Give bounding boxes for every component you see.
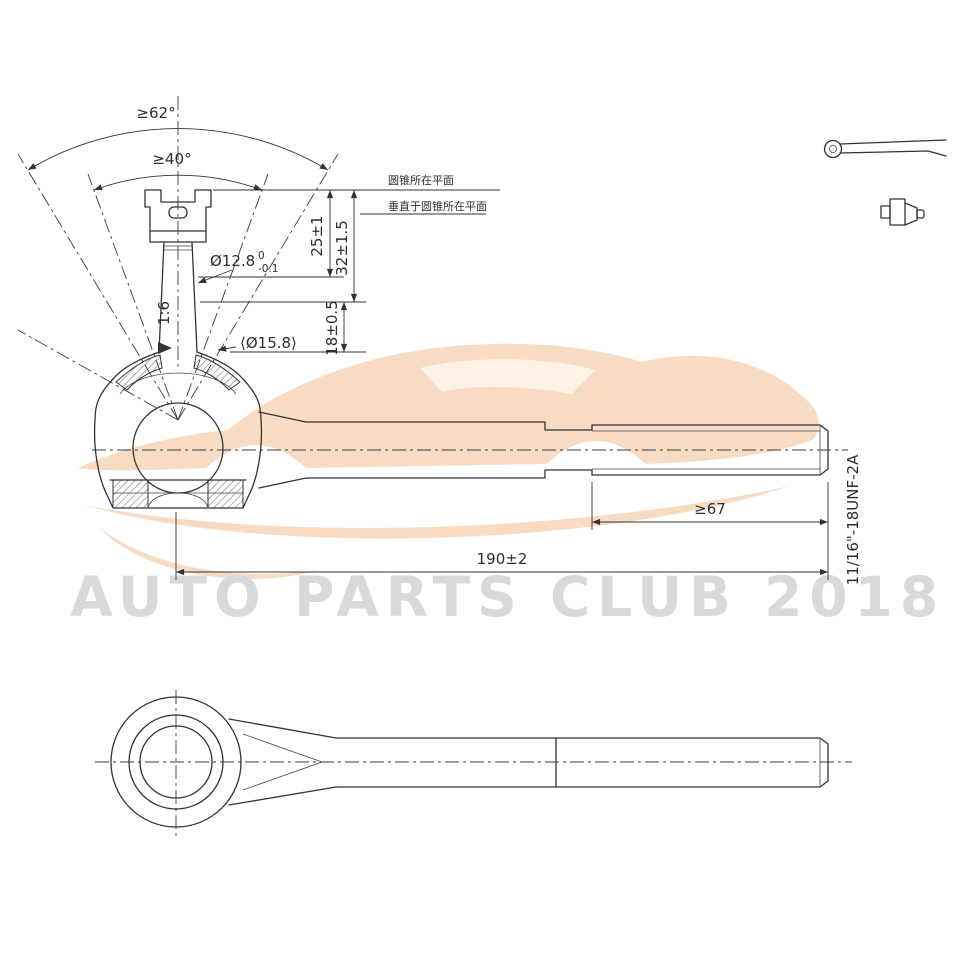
thread-spec-label: 11/16"-18UNF-2A [844, 454, 862, 585]
swing-ray-40-left [87, 173, 179, 421]
car-body-silhouette [78, 343, 819, 471]
taper-symbol [158, 342, 172, 354]
eye-middle-circle [128, 714, 224, 810]
top-view [95, 690, 852, 836]
housing-outline [93, 351, 263, 509]
tolerance-lower-label: -0.1 [258, 263, 279, 275]
boot-hatch-right [193, 354, 241, 391]
dim-18-label: 18±0.5 [323, 300, 341, 356]
swing-ray-62-left [17, 153, 179, 421]
dim-25-label: 25±1 [308, 215, 326, 256]
angle-arcs [27, 128, 329, 191]
angle-arc-40 [93, 174, 263, 191]
castle-nut-outline [144, 189, 212, 243]
top-shaft-outline [335, 737, 829, 788]
car-swoosh-upper [85, 486, 790, 539]
stud-diameter-label: Ø12.8 [210, 252, 255, 270]
leader-stud-diameter [197, 269, 233, 284]
cotter-pin-prong-top [839, 139, 947, 145]
taper-label: 1:6 [155, 301, 173, 325]
grease-fitting-taper [904, 202, 918, 226]
watermark-text: AUTO PARTS CLUB 2018 [70, 565, 945, 629]
grease-fitting-icon [880, 198, 925, 226]
boot-housing [93, 351, 263, 509]
angle-arc-62 [27, 128, 329, 171]
angle-inner-label: ≥40° [152, 150, 191, 168]
cotter-pin-head-outer [823, 139, 843, 159]
note-perpendicular: 垂直于圆锥所在平面 [388, 199, 487, 213]
extension-lines [175, 189, 829, 580]
end-plate-hatch-right [207, 479, 244, 509]
car-watermark [78, 343, 819, 579]
overall-length-label: 190±2 [477, 550, 528, 568]
swing-ray-40-right [177, 173, 269, 421]
tolerance-upper-label: 0 [258, 250, 265, 262]
note-cone-plane: 圆锥所在平面 [388, 174, 454, 187]
angle-outer-label: ≥62° [136, 104, 175, 122]
stud-left-edge [158, 241, 165, 353]
swing-ray-side [17, 329, 179, 421]
arm-bottom-edge [228, 786, 337, 806]
shaft-side [258, 411, 829, 489]
grease-fitting-hex [889, 198, 906, 226]
car-window-highlight [420, 359, 595, 394]
thread-length-label: ≥67 [694, 500, 726, 518]
castle-nut [144, 189, 212, 251]
cotter-pin-icon [823, 139, 947, 159]
eye-outer-circle [110, 696, 242, 828]
boot-hatch-left [115, 354, 163, 391]
end-plate-hatch-left [112, 479, 149, 509]
plug-dome-line [147, 492, 209, 509]
side-view: ≥62° ≥40° [17, 96, 862, 585]
grease-fitting-stem [880, 205, 891, 219]
cone-diameter-label: ⟨Ø15.8⟩ [240, 334, 297, 352]
shaft-outline [258, 411, 829, 489]
arm-forge-lines [242, 733, 324, 791]
stud-right-edge [191, 241, 198, 353]
cotter-pin-prong-bottom [839, 150, 947, 157]
arm-top-edge [228, 718, 337, 739]
leader-cone-diameter [217, 345, 237, 352]
grease-fitting-tip [916, 209, 925, 219]
dimension-lines [176, 190, 828, 576]
ball-stud [158, 241, 198, 353]
cotter-pin-hole [168, 206, 188, 219]
eye-inner-circle [139, 725, 213, 799]
dim-32-label: 32±1.5 [333, 220, 351, 276]
cotter-pin-head-inner [829, 145, 837, 153]
